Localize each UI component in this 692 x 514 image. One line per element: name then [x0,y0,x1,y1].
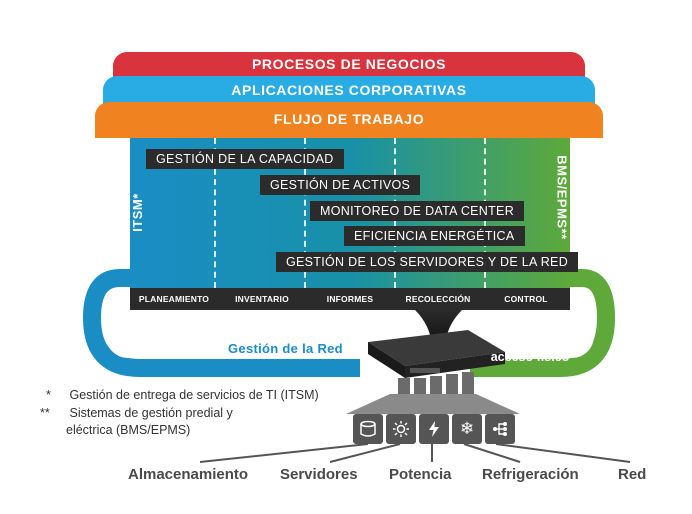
physical-access-label: Red de acceso físico [490,336,570,364]
physical-access-loop [470,269,616,377]
label-storage: Almacenamiento [128,466,249,483]
cables [398,372,474,396]
storage-icon [353,414,383,444]
note-1-text: Gestión de entrega de servicios de TI (I… [69,388,319,402]
workflow-layer: FLUJO DE TRABAJO [95,102,603,138]
network-management-loop [82,269,360,377]
bms-epms-label: BMS/EPMS** [554,155,570,240]
function-assets: GESTIÓN DE ACTIVOS [260,175,421,195]
cooling-icon: ❄ [452,414,482,444]
label-network: Red [618,466,647,483]
stage-control: CONTROL [504,294,548,304]
divider-2 [304,138,306,288]
snowflake-glyph: ❄ [459,419,475,438]
stage-planning: PLANEAMIENTO [138,294,210,304]
function-servers-network: GESTIÓN DE LOS SERVIDORES Y DE LA RED [276,252,579,272]
function-efficiency: EFICIENCIA ENERGÉTICA [344,226,525,246]
label-servers: Servidores [280,466,358,483]
network-management-label: Gestión de la Red [228,341,343,356]
note-1: * Gestión de entrega de servicios de TI … [46,388,319,402]
note-3: eléctrica (BMS/EPMS) [66,423,190,437]
note-1-mark: * [46,388,51,402]
function-monitoring: MONITOREO DE DATA CENTER [310,201,525,221]
label-power: Potencia [389,466,452,483]
divider-1 [214,138,216,288]
server-icon [386,414,416,444]
distribution-fan [346,394,520,414]
function-capacity: GESTIÓN DE LA CAPACIDAD [146,149,344,169]
network-icon [485,414,515,444]
note-2-mark: ** [40,406,50,420]
note-3-text: eléctrica (BMS/EPMS) [66,423,191,437]
stage-collection: RECOLECCIÓN [405,294,471,304]
note-2-text: Sistemas de gestión predial y [69,406,233,420]
note-2: ** Sistemas de gestión predial y [40,406,233,420]
stage-inventory: INVENTARIO [235,294,289,304]
funnel [415,310,462,345]
connector-lines [199,443,631,463]
label-cooling: Refrigeración [482,466,579,483]
itsm-label: ITSM* [129,193,145,232]
appliance-device [368,330,505,378]
power-icon [419,414,449,444]
stage-reports: INFORMES [326,294,374,304]
stage-bar: PLANEAMIENTO INVENTARIO INFORMES RECOLEC… [130,288,570,310]
